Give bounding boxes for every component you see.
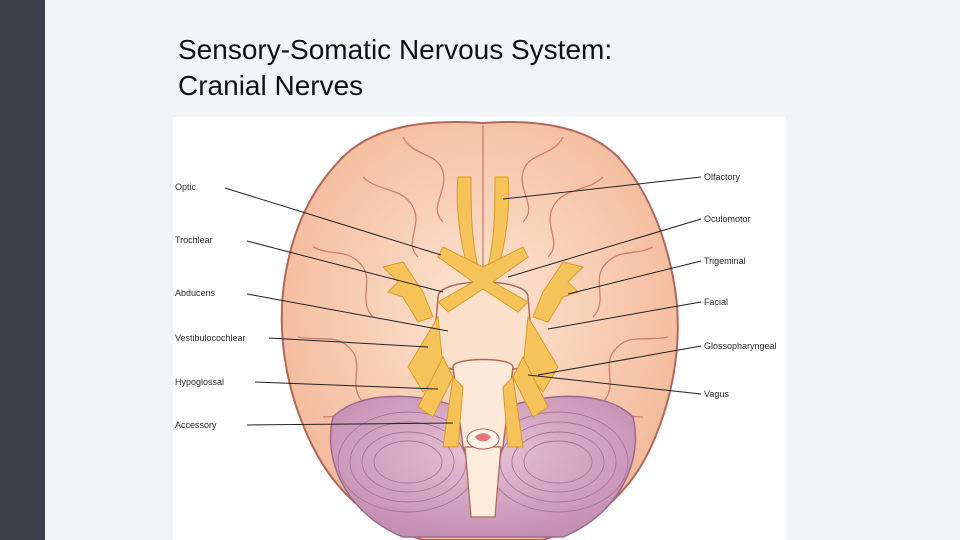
left-sidebar-bar xyxy=(0,0,45,540)
slide-title-line-1: Sensory-Somatic Nervous System: xyxy=(178,32,612,68)
label-accessory: Accessory xyxy=(175,420,217,430)
label-optic: Optic xyxy=(175,182,197,192)
label-trochlear: Trochlear xyxy=(175,235,213,245)
slide-title: Sensory-Somatic Nervous System: Cranial … xyxy=(178,32,612,104)
label-abducens: Abducens xyxy=(175,288,216,298)
label-hypoglossal: Hypoglossal xyxy=(175,377,224,387)
label-oculomotor: Oculomotor xyxy=(704,214,751,224)
slide-title-line-2: Cranial Nerves xyxy=(178,68,612,104)
brain-diagram-figure: Optic Trochlear Abducens Vestibulocochle… xyxy=(173,117,786,540)
label-glossopharyngeal: Glossopharyngeal xyxy=(704,341,777,351)
label-trigeminal: Trigeminal xyxy=(704,256,746,266)
label-vestibulocochlear: Vestibulocochlear xyxy=(175,333,246,343)
spinal-cord xyxy=(465,447,501,517)
label-vagus: Vagus xyxy=(704,389,729,399)
label-facial: Facial xyxy=(704,297,728,307)
pons xyxy=(433,282,533,372)
brain-illustration: Optic Trochlear Abducens Vestibulocochle… xyxy=(173,117,786,540)
label-olfactory: Olfactory xyxy=(704,172,741,182)
